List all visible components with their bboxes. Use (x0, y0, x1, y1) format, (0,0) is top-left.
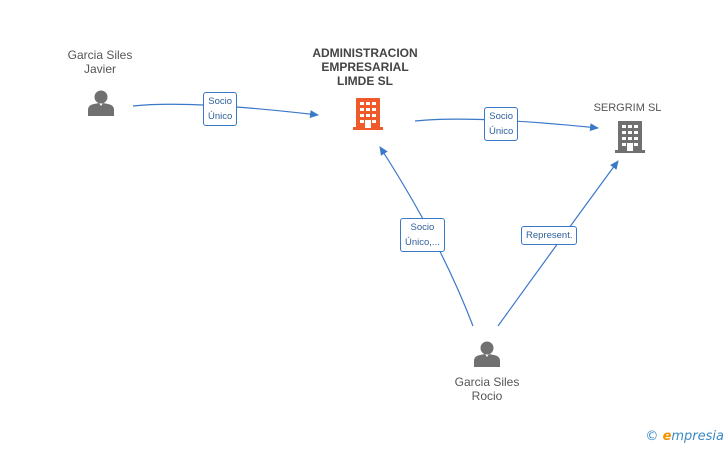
edge-label-rocio-sergrim[interactable]: Represent. (521, 226, 578, 245)
building-icon[interactable] (615, 121, 645, 153)
node-name-line: Rocio (471, 389, 503, 403)
node-name-line: LIMDE SL (337, 74, 393, 88)
node-label-limde[interactable]: ADMINISTRACION EMPRESARIAL LIMDE SL (300, 46, 430, 88)
edge-label-line: Único,... (405, 237, 440, 248)
node-label-rocio[interactable]: Garcia Siles Rocio (437, 375, 537, 403)
node-name-line: Garcia Siles (67, 48, 133, 62)
node-label-sergrim[interactable]: SERGRIM SL (580, 101, 675, 115)
edge-label-line: Único (208, 111, 233, 122)
edge-label-line: Socio (410, 222, 435, 233)
edge-label-line: Socio (208, 96, 233, 107)
brand-initial: e (662, 429, 672, 444)
building-icon[interactable] (353, 98, 383, 130)
edge-label-rocio-limde[interactable]: Socio Único,... (400, 218, 445, 252)
edge-label-line: Único (489, 126, 514, 137)
node-label-javier[interactable]: Garcia Siles Javier (50, 48, 150, 76)
edge-label-line: Socio (489, 111, 514, 122)
node-name-line: Javier (83, 62, 116, 76)
copyright-icon: © (645, 429, 659, 444)
node-name-line: SERGRIM SL (593, 102, 662, 114)
edge-label-line: Represent. (526, 230, 573, 241)
node-name-line: Garcia Siles (454, 375, 520, 389)
person-icon[interactable] (88, 90, 114, 117)
node-name-line: ADMINISTRACION (312, 46, 418, 60)
edge-label-javier-limde[interactable]: Socio Único (203, 92, 238, 126)
person-icon[interactable] (474, 341, 500, 368)
edge-label-limde-sergrim[interactable]: Socio Único (484, 107, 519, 141)
brand-name: mpresia (671, 429, 724, 444)
empresia-watermark[interactable]: © empresia (645, 429, 724, 444)
node-name-line: EMPRESARIAL (321, 60, 409, 74)
